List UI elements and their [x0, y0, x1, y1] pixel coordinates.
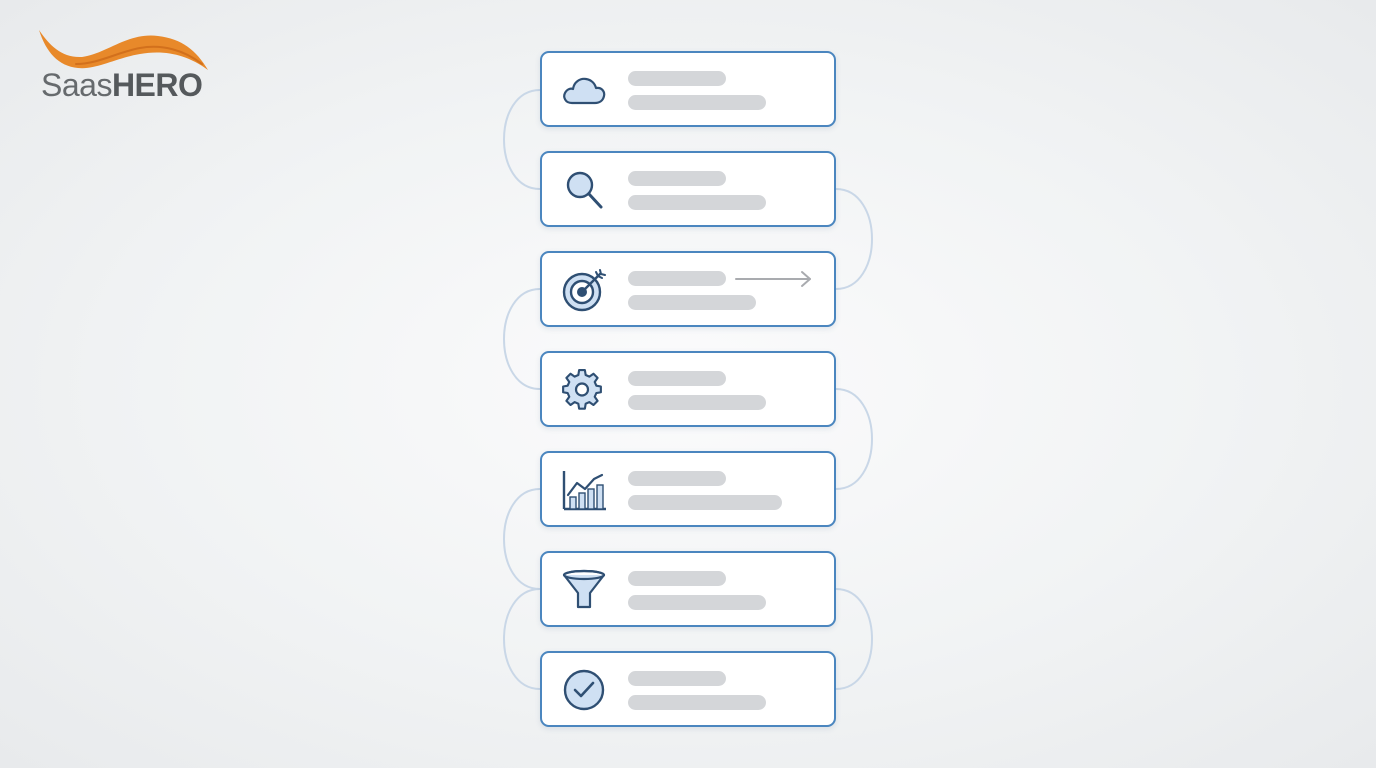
logo-text-hero: HERO: [111, 67, 203, 103]
placeholder-title-bar: [628, 471, 726, 486]
cloud-icon: [560, 67, 608, 113]
logo-wordmark: SaasHERO: [41, 67, 203, 103]
placeholder-title-bar: [628, 271, 726, 286]
placeholder-subtitle-bar: [628, 195, 766, 210]
step-card-7: [540, 651, 836, 727]
funnel-icon: [560, 567, 608, 613]
placeholder-title-bar: [628, 171, 726, 186]
placeholder-title-bar: [628, 571, 726, 586]
placeholder-subtitle-bar: [628, 695, 766, 710]
search-icon: [560, 167, 608, 213]
placeholder-title-bar: [628, 371, 726, 386]
step-card-5: [540, 451, 836, 527]
gear-icon: [560, 367, 608, 413]
placeholder-subtitle-bar: [628, 295, 756, 310]
connector-1-2: [503, 89, 541, 190]
placeholder-subtitle-bar: [628, 495, 782, 510]
step-card-1: [540, 51, 836, 127]
check-circle-icon: [560, 667, 608, 713]
connector-6-7-right: [835, 588, 873, 690]
logo-text-saas: Saas: [41, 67, 112, 103]
step-card-2: [540, 151, 836, 227]
placeholder-subtitle-bar: [628, 395, 766, 410]
target-icon: [560, 267, 608, 313]
step-card-3: [540, 251, 836, 327]
saashero-logo: SaasHERO: [36, 24, 226, 108]
placeholder-subtitle-bar: [628, 95, 766, 110]
growth-chart-icon: [560, 467, 608, 513]
step-card-6: [540, 551, 836, 627]
connector-6-7-left: [503, 588, 541, 690]
connector-3-4: [503, 288, 541, 390]
placeholder-subtitle-bar: [628, 595, 766, 610]
placeholder-title-bar: [628, 71, 726, 86]
logo-swoosh: [39, 30, 208, 70]
connector-4-5: [835, 388, 873, 490]
step-card-4: [540, 351, 836, 427]
right-arrow-icon: [735, 271, 811, 287]
connector-2-3: [835, 188, 873, 290]
placeholder-title-bar: [628, 671, 726, 686]
connector-5-6: [503, 488, 541, 590]
